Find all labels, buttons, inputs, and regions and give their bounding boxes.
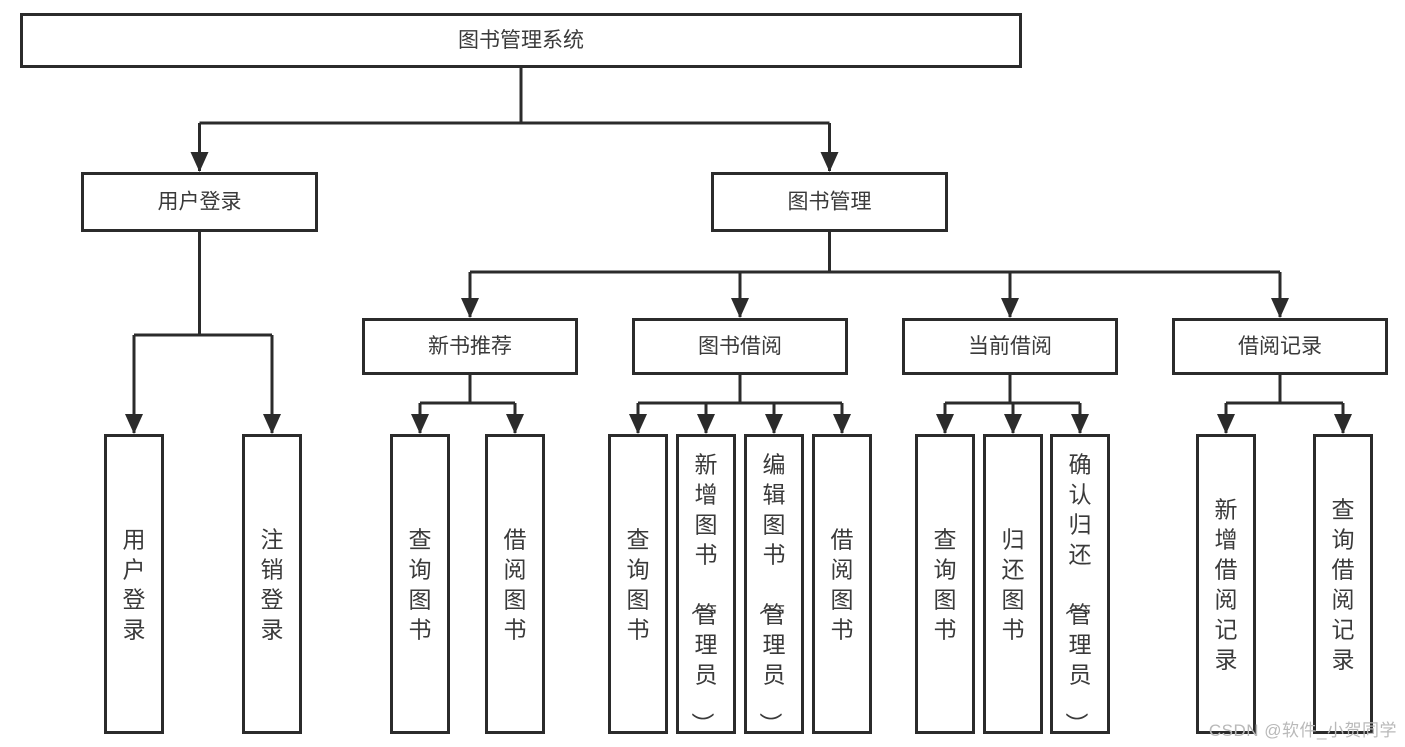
node-label-root: 图书管理系统 (458, 29, 584, 52)
connectors-layer (125, 68, 1352, 434)
arrow-head-icon (629, 414, 647, 434)
node-box-leaf-user-login[interactable] (104, 434, 164, 734)
node-root[interactable]: 图书管理系统 (20, 13, 1022, 68)
node-label-borrow-record: 借阅记录 (1238, 335, 1322, 358)
arrow-head-icon (1217, 414, 1235, 434)
edge-group-user-login (125, 232, 281, 434)
node-leaf-query-book-1[interactable]: 查询图书 (390, 434, 450, 734)
nodes-layer: 图书管理系统用户登录图书管理新书推荐图书借阅当前借阅借阅记录用户登录注销登录查询… (20, 13, 1388, 736)
arrow-head-icon (1004, 414, 1022, 434)
node-label-leaf-query-book-2: 查询图书 (627, 526, 650, 642)
node-label-leaf-confirm-return: 确认归还（管理员） (1064, 451, 1092, 735)
node-leaf-logout[interactable]: 注销登录 (242, 434, 302, 734)
node-box-leaf-query-book-1[interactable] (390, 434, 450, 734)
arrow-head-icon (1334, 414, 1352, 434)
node-box-current-borrow[interactable] (902, 318, 1118, 375)
node-leaf-query-borrow-record[interactable]: 查询借阅记录 (1313, 434, 1373, 734)
node-label-leaf-edit-book: 编辑图书（管理员） (758, 451, 786, 735)
node-label-book-manage: 图书管理 (788, 191, 872, 214)
node-box-leaf-query-book-2[interactable] (608, 434, 668, 734)
arrow-head-icon (1071, 414, 1089, 434)
node-box-leaf-borrow-book-2[interactable] (812, 434, 872, 734)
node-leaf-return-book[interactable]: 归还图书 (983, 434, 1043, 734)
csdn-watermark: CSDN @软件_小贺同学 (1208, 721, 1397, 740)
node-leaf-borrow-book-2[interactable]: 借阅图书 (812, 434, 872, 734)
node-leaf-add-book[interactable]: 新增图书（管理员） (676, 434, 736, 736)
node-leaf-query-book-3[interactable]: 查询图书 (915, 434, 975, 734)
node-leaf-edit-book[interactable]: 编辑图书（管理员） (744, 434, 804, 736)
node-borrow-record[interactable]: 借阅记录 (1172, 318, 1388, 375)
node-label-leaf-add-borrow-record: 新增借阅记录 (1215, 496, 1238, 672)
edge-group-new-book-recommend (411, 375, 524, 434)
node-label-leaf-borrow-book-1: 借阅图书 (504, 526, 527, 642)
node-box-book-manage[interactable] (711, 172, 948, 232)
arrow-head-icon (190, 152, 209, 172)
node-leaf-add-borrow-record[interactable]: 新增借阅记录 (1196, 434, 1256, 734)
arrow-head-icon (461, 298, 479, 318)
node-label-current-borrow: 当前借阅 (968, 335, 1052, 358)
node-leaf-borrow-book-1[interactable]: 借阅图书 (485, 434, 545, 734)
node-label-leaf-return-book: 归还图书 (1002, 526, 1025, 642)
node-leaf-query-book-2[interactable]: 查询图书 (608, 434, 668, 734)
node-book-manage[interactable]: 图书管理 (711, 172, 948, 232)
edge-group-current-borrow (936, 375, 1089, 434)
edge-group-book-borrow (629, 375, 851, 434)
node-new-book-recommend[interactable]: 新书推荐 (362, 318, 578, 375)
node-box-leaf-add-borrow-record[interactable] (1196, 434, 1256, 734)
arrow-head-icon (697, 414, 715, 434)
arrow-head-icon (820, 152, 839, 172)
node-label-leaf-query-borrow-record: 查询借阅记录 (1332, 496, 1355, 672)
edge-group-borrow-record (1217, 375, 1352, 434)
node-box-book-borrow[interactable] (632, 318, 848, 375)
node-leaf-user-login[interactable]: 用户登录 (104, 434, 164, 734)
arrow-head-icon (506, 414, 524, 434)
node-box-leaf-return-book[interactable] (983, 434, 1043, 734)
arrow-head-icon (731, 298, 749, 318)
node-label-leaf-query-book-3: 查询图书 (934, 526, 957, 642)
node-box-leaf-query-borrow-record[interactable] (1313, 434, 1373, 734)
node-box-leaf-confirm-return[interactable] (1050, 434, 1110, 734)
node-box-leaf-query-book-3[interactable] (915, 434, 975, 734)
edge-group-root (190, 68, 839, 172)
node-current-borrow[interactable]: 当前借阅 (902, 318, 1118, 375)
node-label-book-borrow: 图书借阅 (698, 335, 782, 358)
node-box-leaf-add-book[interactable] (676, 434, 736, 734)
arrow-head-icon (263, 414, 281, 434)
arrow-head-icon (411, 414, 429, 434)
arrow-head-icon (1001, 298, 1019, 318)
node-user-login[interactable]: 用户登录 (81, 172, 318, 232)
node-label-leaf-user-login: 用户登录 (123, 526, 146, 642)
node-box-leaf-logout[interactable] (242, 434, 302, 734)
node-box-leaf-edit-book[interactable] (744, 434, 804, 734)
node-box-new-book-recommend[interactable] (362, 318, 578, 375)
node-label-leaf-query-book-1: 查询图书 (409, 526, 432, 642)
node-label-new-book-recommend: 新书推荐 (428, 335, 512, 358)
node-box-user-login[interactable] (81, 172, 318, 232)
arrow-head-icon (1271, 298, 1289, 318)
node-box-leaf-borrow-book-1[interactable] (485, 434, 545, 734)
node-label-leaf-borrow-book-2: 借阅图书 (831, 526, 854, 642)
node-book-borrow[interactable]: 图书借阅 (632, 318, 848, 375)
node-box-root[interactable] (20, 13, 1022, 68)
arrow-head-icon (936, 414, 954, 434)
node-label-leaf-logout: 注销登录 (261, 526, 284, 642)
arrow-head-icon (765, 414, 783, 434)
arrow-head-icon (125, 414, 143, 434)
edge-group-book-manage (461, 232, 1289, 318)
node-box-borrow-record[interactable] (1172, 318, 1388, 375)
node-leaf-confirm-return[interactable]: 确认归还（管理员） (1050, 434, 1110, 736)
arrow-head-icon (833, 414, 851, 434)
node-label-user-login: 用户登录 (158, 191, 242, 214)
node-label-leaf-add-book: 新增图书（管理员） (690, 451, 718, 735)
